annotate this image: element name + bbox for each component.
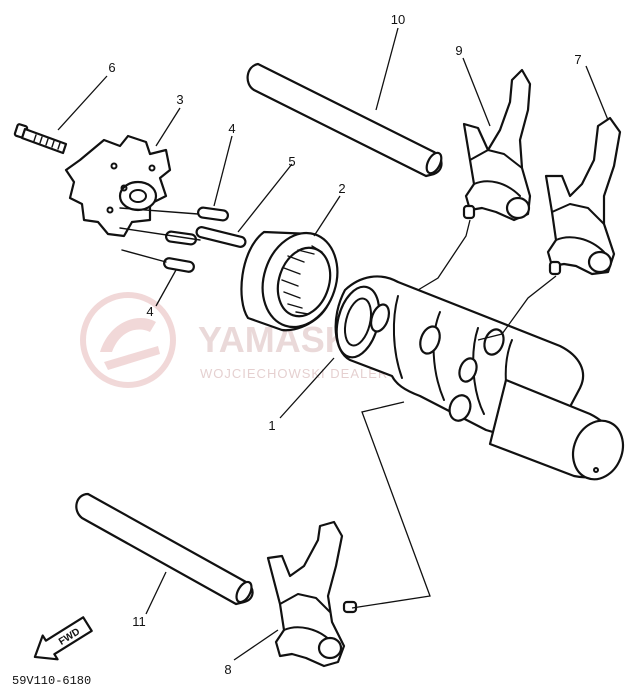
part-11-shift-rod-lower [75,492,254,606]
callout-4-upper: 4 [228,121,235,136]
part-3-segment [64,134,172,238]
callout-9: 9 [455,43,462,58]
part-9-shift-fork [462,68,532,222]
callout-10: 10 [391,12,405,27]
callout-11: 11 [132,614,146,629]
callout-1: 1 [268,418,275,433]
part-7-shift-fork [544,116,622,276]
fwd-arrow-icon: FWD [33,616,93,661]
callout-2: 2 [338,181,345,196]
callout-6: 6 [108,60,115,75]
leader-lines [57,27,609,661]
callout-8: 8 [224,662,231,677]
callout-3: 3 [176,92,183,107]
callouts: 6 3 4 5 2 4 10 9 7 1 11 8 [108,12,581,677]
callout-7: 7 [574,52,581,67]
part-5-long-pin [119,207,247,263]
watermark-logo [80,292,176,388]
part-2-bearing [240,230,339,332]
callout-4-lower: 4 [146,304,153,319]
part-4-pins [163,206,230,273]
diagram-code: 59V110-6180 [12,674,91,688]
part-8-shift-fork [266,520,358,668]
part-1-shift-drum [334,275,625,481]
callout-5: 5 [288,154,295,169]
part-10-shift-rod-upper [246,62,443,178]
part-6-bolt [13,123,68,155]
